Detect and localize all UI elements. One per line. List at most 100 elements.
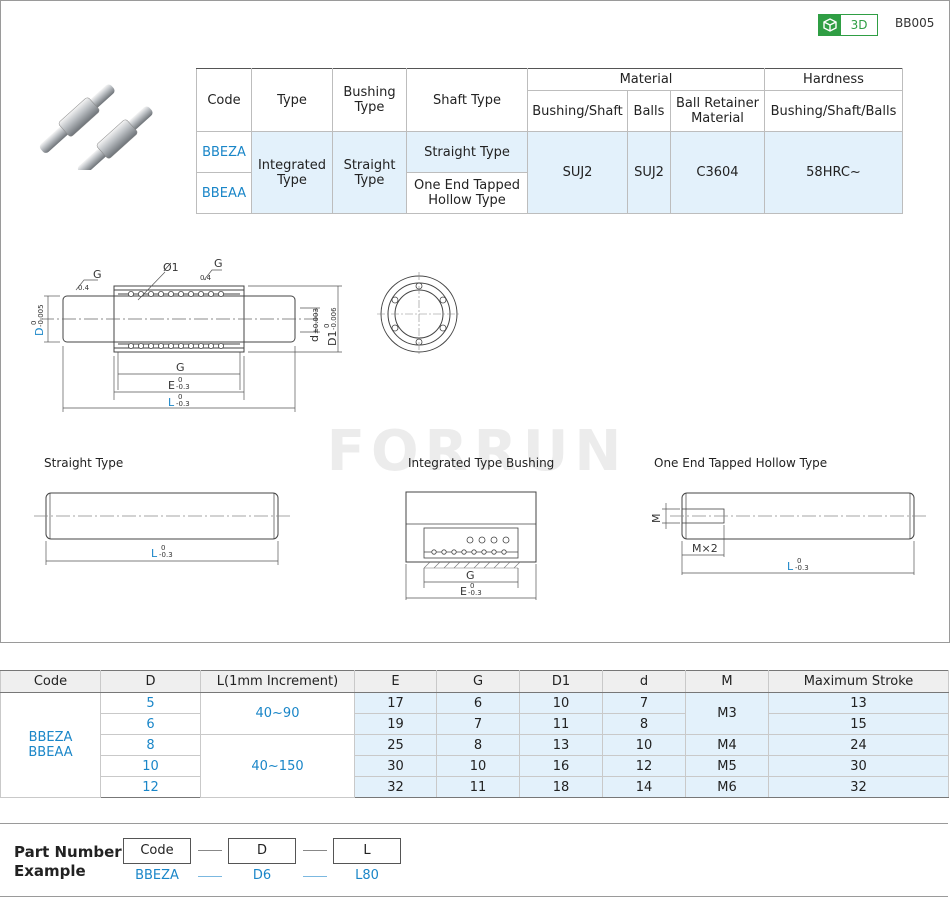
cube-icon (819, 15, 841, 35)
product-image (39, 84, 153, 170)
l-tol-top: 0 (178, 393, 182, 401)
dim-stroke: 24 (768, 734, 949, 756)
code-link-bbeaa[interactable]: BBEAA (196, 172, 252, 214)
dim-stroke: 30 (768, 755, 949, 777)
straight-l-tol: -0.3 (159, 551, 173, 559)
header-ball-retainer: Ball Retainer Material (670, 90, 765, 132)
header-bushing-shaft: Bushing/Shaft (527, 90, 628, 132)
dim-e: 19 (354, 713, 437, 735)
header-hardness-sub: Bushing/Shaft/Balls (764, 90, 903, 132)
dim-d-8[interactable]: 8 (100, 734, 201, 756)
dim-stroke: 13 (768, 692, 949, 714)
bushing-e-tol-top: 0 (470, 582, 474, 590)
hollow-mx2-label: M×2 (692, 542, 718, 555)
dim-e: 17 (354, 692, 437, 714)
dim-d-6[interactable]: 6 (100, 713, 201, 735)
d-tol: ±0.003 (312, 308, 320, 334)
D1-dim-label: D1 (326, 331, 339, 346)
header-shaft-type: Shaft Type (406, 68, 528, 132)
dim-D1: 16 (519, 755, 603, 777)
e-tol: -0.3 (176, 383, 190, 391)
dim-stroke: 32 (768, 776, 949, 798)
hollow-l-tol-top: 0 (797, 557, 801, 565)
hardness-value: 58HRC~ (764, 131, 903, 214)
dim-code-bbeaa[interactable]: BBEAA (28, 745, 73, 760)
dim-m-M3: M3 (685, 692, 769, 735)
dim-header-stroke: Maximum Stroke (768, 670, 949, 693)
caption-straight: Straight Type (44, 456, 124, 470)
l-dim-label: L (168, 396, 175, 409)
dim-header-G: G (436, 670, 520, 693)
watermark-text: FORRUN (327, 420, 627, 480)
bushing-shaft-material: SUJ2 (527, 131, 628, 214)
dim-D1: 10 (519, 692, 603, 714)
3d-label: 3D (850, 18, 868, 32)
pn-dash-1 (198, 850, 222, 851)
pn-value-l: L80 (355, 868, 379, 883)
pn-value-code: BBEZA (135, 868, 179, 883)
shaft-type-hollow: One End Tapped Hollow Type (406, 172, 528, 214)
caption-bushing: Integrated Type Bushing (408, 456, 555, 470)
hollow-l-tol: -0.3 (795, 564, 809, 572)
dim-header-L: L(1mm Increment) (200, 670, 355, 693)
dim-g: 8 (436, 734, 520, 756)
D1-tol-top: 0 (323, 324, 331, 328)
dim-d: 12 (602, 755, 686, 777)
part-number-title-line1: Part Number (14, 843, 122, 861)
bushing-e-tol: -0.3 (468, 589, 482, 597)
header-hardness: Hardness (764, 68, 903, 91)
dim-m-M5: M5 (685, 755, 769, 777)
phi1-label: Ø1 (163, 261, 179, 274)
part-number-title-line2: Example (14, 862, 86, 880)
D-tol: -0.005 (37, 304, 45, 327)
e-dim-label: E (168, 379, 175, 392)
dim-code-cell[interactable]: BBEZA BBEAA (0, 692, 101, 798)
header-code: Code (196, 68, 252, 132)
dim-d-12[interactable]: 12 (100, 776, 201, 798)
watermark-logo: FORRUN (327, 420, 627, 480)
dim-l-range-2: 40~150 (200, 734, 355, 798)
dim-code-bbeza[interactable]: BBEZA (28, 730, 73, 745)
dim-header-code: Code (0, 670, 101, 693)
balls-material: SUJ2 (627, 131, 671, 214)
ra-left: 0.4 (78, 284, 90, 292)
shaft-type-straight: Straight Type (406, 131, 528, 173)
pn-value-dash-1 (198, 876, 222, 877)
dim-D1: 18 (519, 776, 603, 798)
dim-D1: 11 (519, 713, 603, 735)
hollow-l-label: L (787, 560, 794, 573)
dim-g: 6 (436, 692, 520, 714)
g-dim-label: G (176, 361, 185, 374)
dim-g: 7 (436, 713, 520, 735)
hollow-m-label: M (650, 514, 663, 524)
l-tol: -0.3 (176, 400, 190, 408)
hollow-shaft-drawing: M M×2 L -0.3 0 (650, 492, 928, 575)
D-tol-top: 0 (30, 321, 38, 325)
dimension-table: Code D L(1mm Increment) E G D1 d M Maxim… (0, 670, 949, 798)
dim-d: 14 (602, 776, 686, 798)
spec-table: Code Type Bushing Type Shaft Type Materi… (196, 68, 903, 214)
dim-d: 10 (602, 734, 686, 756)
bushing-g-label: G (466, 569, 475, 582)
bushing-drawing: G E -0.3 0 (405, 491, 537, 600)
part-number-example: Part Number Example Code D L BBEZA D6 L8… (0, 823, 948, 897)
dim-d: 8 (602, 713, 686, 735)
dim-d-5[interactable]: 5 (100, 692, 201, 714)
pn-box-l: L (333, 838, 401, 864)
header-material: Material (527, 68, 765, 91)
code-link-bbeza[interactable]: BBEZA (196, 131, 252, 173)
caption-hollow: One End Tapped Hollow Type (654, 456, 828, 470)
pn-box-d: D (228, 838, 296, 864)
retainer-material: C3604 (670, 131, 765, 214)
end-view-drawing (377, 272, 461, 356)
product-code: BB005 (895, 16, 935, 30)
pn-dash-2 (303, 850, 327, 851)
dim-d-10[interactable]: 10 (100, 755, 201, 777)
g-label-left: G (93, 268, 102, 281)
g-label-right: G (214, 257, 223, 270)
d-dim-label: d (308, 335, 321, 342)
3d-model-button[interactable]: 3D (818, 14, 878, 36)
e-tol-top: 0 (178, 376, 182, 384)
dim-stroke: 15 (768, 713, 949, 735)
dim-header-E: E (354, 670, 437, 693)
